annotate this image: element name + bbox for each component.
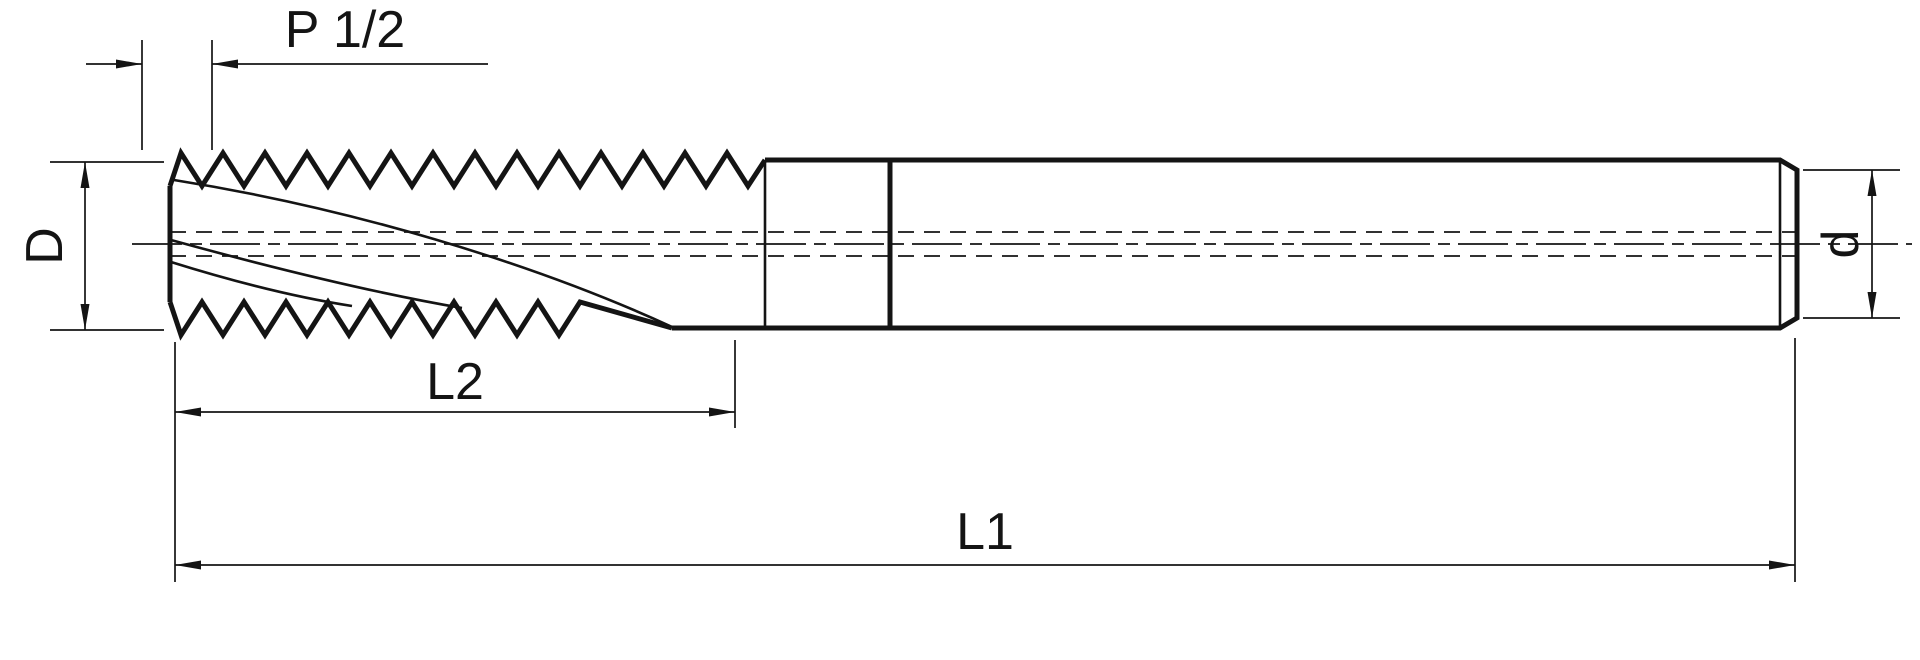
flute-curve-2: [170, 238, 463, 310]
overall-length-dimension: L1: [175, 338, 1796, 582]
center-lines: [132, 231, 1912, 257]
dimension-arrow-icon: [175, 560, 201, 570]
pitch-dimension-label: P 1/2: [285, 1, 405, 59]
dimension-arrow-icon: [80, 304, 90, 330]
dimension-arrow-icon: [709, 407, 735, 417]
thread-profile-bottom: [167, 297, 673, 341]
flute-curve-3: [170, 260, 353, 308]
thread-length-label: L2: [426, 353, 484, 411]
flute-curve-1: [173, 178, 671, 328]
dimension-arrow-icon: [1867, 292, 1877, 318]
pitch-dimension: P 1/2: [86, 1, 488, 150]
dimension-arrow-icon: [1769, 560, 1795, 570]
thread-profile-top: [167, 147, 768, 191]
dimension-arrow-icon: [1867, 170, 1877, 196]
cutting-diameter-label: D: [16, 227, 74, 265]
shank-diameter-dimension: d: [1803, 169, 1900, 319]
dimensions: P 1/2 D d: [16, 1, 1900, 582]
cutting-diameter-dimension: D: [16, 161, 164, 331]
dimension-arrow-icon: [175, 407, 201, 417]
dimension-arrow-icon: [80, 162, 90, 188]
thread-length-dimension: L2: [174, 340, 736, 582]
dimension-arrow-icon: [212, 59, 238, 69]
dimension-arrow-icon: [116, 59, 142, 69]
overall-length-label: L1: [956, 503, 1014, 561]
shank-diameter-label: d: [1812, 230, 1870, 259]
